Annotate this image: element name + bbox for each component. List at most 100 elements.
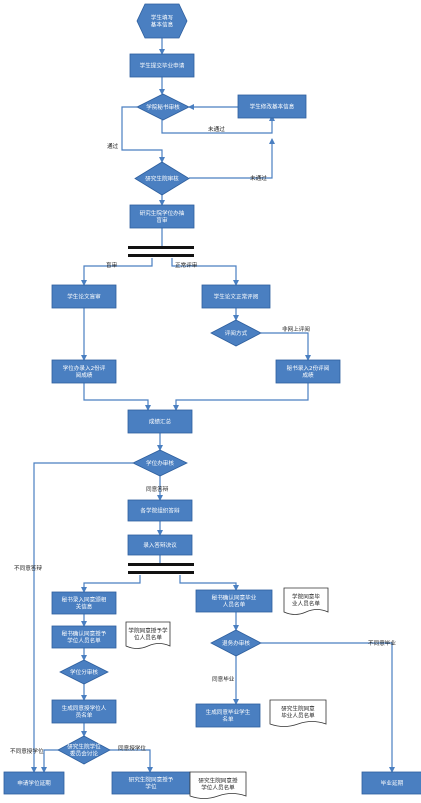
- node-label: 秘书确认同意授予: [62, 630, 107, 638]
- node-submit: 学生提交毕业申请: [129, 53, 195, 78]
- node-shape: [51, 591, 117, 615]
- node-shape: [136, 93, 190, 121]
- node-shape: [237, 94, 307, 119]
- node-shape: [51, 359, 117, 384]
- sync-bar-2: [128, 563, 194, 566]
- label-not-pass-2: 未通过: [250, 174, 267, 182]
- node-shape: [134, 161, 190, 196]
- node-label: 生成同意授学位人: [62, 704, 107, 712]
- node-label: 学位人员名单: [67, 637, 101, 645]
- node-label: 学位办录入2份评: [63, 364, 106, 372]
- node-label: 评阅方式: [225, 329, 248, 337]
- node-label: 学院同意授予学: [128, 627, 168, 635]
- node-shape: [210, 319, 262, 347]
- node-shape: [136, 3, 188, 39]
- label-disagree-defense: 不同意答辩: [14, 564, 42, 572]
- node-label: 关信息: [76, 603, 93, 611]
- node-label: 委员会讨论: [70, 750, 98, 758]
- node-shape: [59, 659, 109, 685]
- node-degree-review: 学位办审核: [132, 449, 188, 477]
- node-label: 阅成绩: [76, 371, 93, 379]
- node-shape: [269, 699, 327, 727]
- node-shape: [51, 625, 117, 649]
- node-review-method: 评阅方式: [210, 319, 262, 347]
- node-shape: [3, 771, 65, 795]
- node-label: 成绩汇总: [149, 418, 172, 426]
- label-disagree-grad: 不同意毕业: [368, 639, 396, 647]
- edge-office-disagree: [261, 642, 395, 773]
- node-label: 研究生院同意授予: [129, 776, 174, 784]
- node-label: 秘书录入2份评阅: [287, 364, 330, 372]
- node-label: 员名单: [76, 711, 93, 719]
- node-shape: [189, 771, 247, 799]
- node-label: 学位: [145, 783, 157, 791]
- node-shape: [201, 284, 271, 309]
- edge-bar-to-normalreview: [171, 258, 239, 286]
- node-label: 生成同意毕业学生: [206, 708, 251, 716]
- edge-method-to-secretary: [261, 332, 311, 361]
- node-shape: [127, 409, 193, 434]
- node-student-blind-review: 学生论文盲审: [51, 284, 117, 309]
- node-student-normal-review: 学生论文正常评阅: [201, 284, 271, 309]
- nodes: 学生填写基本信息学生提交毕业申请学院秘书审核学生修改基本信息研究生院审核研究生院…: [3, 3, 421, 799]
- node-shape: [132, 449, 188, 477]
- node-shape: [195, 589, 273, 613]
- node-label: 毕业延期: [381, 779, 404, 787]
- node-label: 学生论文正常评阅: [214, 293, 259, 301]
- label-agree-degree: 同意授学位: [118, 744, 146, 752]
- edge-committee-agree: [108, 749, 153, 773]
- node-college-defense: 各学院组织答辩: [127, 499, 193, 522]
- sync-bar-1b: [128, 254, 194, 257]
- node-graduate-school-review: 研究生院审核: [134, 161, 190, 196]
- node-shape: [283, 587, 329, 615]
- edge-review-notpass: [161, 115, 275, 134]
- edge-bar-to-blindreview: [81, 258, 153, 286]
- label-online: 非网上评阅: [282, 325, 310, 333]
- edge-enternormal-to-summary: [173, 383, 309, 411]
- node-label: 名单: [222, 715, 234, 723]
- node-label: 研究生院学位办抽: [140, 209, 185, 217]
- node-label: 退务办审核: [222, 639, 250, 647]
- node-label: 盲审: [156, 216, 168, 224]
- node-label: 学院同意毕: [292, 593, 320, 601]
- node-label: 毕业人员名单: [281, 712, 315, 720]
- node-apply-degree-delay: 申请学位延期: [3, 771, 65, 795]
- sync-bar-1: [128, 246, 194, 249]
- edge-degreereview-disagree: [31, 462, 133, 773]
- node-college-secretary-review: 学院秘书审核: [136, 93, 190, 121]
- node-label: 人员名单: [223, 601, 246, 609]
- node-label: 研究生院同意授: [198, 777, 238, 785]
- node-shape: [127, 534, 193, 556]
- node-shape: [127, 499, 193, 522]
- node-shape: [125, 621, 171, 649]
- node-score-summary: 成绩汇总: [127, 409, 193, 434]
- edge-bar2-to-info: [81, 575, 141, 593]
- node-label: 学位人员名单: [201, 784, 235, 792]
- label-agree-grad: 同意毕业: [212, 675, 235, 683]
- node-label: 研究生院审核: [145, 175, 179, 183]
- node-label: 秘书录入同意颁相: [62, 596, 107, 604]
- edge-gs-notpass: [189, 138, 275, 179]
- node-degree-subcommittee: 学位分审核: [59, 659, 109, 685]
- node-label: 录入答辩决议: [143, 541, 177, 549]
- label-disagree-degree: 不同意授学位: [10, 747, 44, 755]
- edge-labels: 通过 未通过 未通过 盲审 正常评审 非网上评阅 同意答辩 不同意答辩 不同意毕…: [10, 125, 396, 755]
- node-label: 各学院组织答辩: [140, 507, 180, 515]
- node-label: 成绩: [302, 371, 314, 379]
- node-label: 研究生院同意: [281, 705, 315, 713]
- node-shape: [210, 629, 262, 657]
- edge-committee-disagree: [41, 749, 60, 773]
- node-shape: [51, 699, 117, 724]
